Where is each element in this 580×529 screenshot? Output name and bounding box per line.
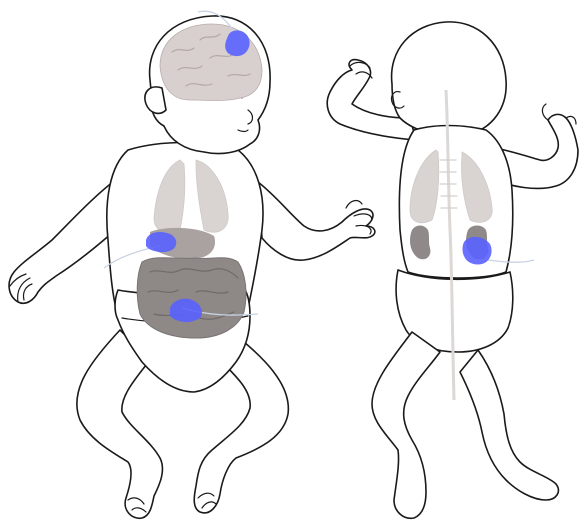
front-baby-ear [145,87,166,113]
front-baby-right-arm [258,182,375,260]
front-baby [9,11,375,518]
back-baby [327,22,578,518]
back-baby-head [392,22,507,136]
front-baby-left-arm [9,178,120,303]
liver-sensor [146,232,176,252]
back-baby-right-leg [460,350,558,500]
back-baby-left-leg [372,332,440,518]
